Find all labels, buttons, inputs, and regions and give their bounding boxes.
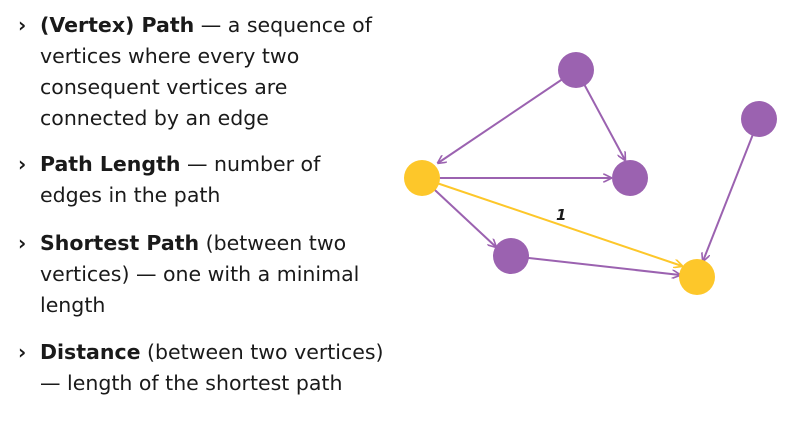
definition-description: — number of edges in the path bbox=[40, 152, 321, 207]
definition-text: Shortest Path (between two vertices) — o… bbox=[40, 228, 388, 321]
vertex-mid-right bbox=[612, 160, 648, 196]
vertex-target-highlighted bbox=[679, 259, 715, 295]
definition-text: Distance (between two vertices) — length… bbox=[40, 337, 388, 399]
edge-bottom-mid-to-target bbox=[510, 255, 680, 275]
edge-top-to-left bbox=[438, 69, 577, 163]
vertex-bottom-mid bbox=[493, 238, 529, 274]
chevron-right-icon: › bbox=[18, 231, 27, 255]
edge-highlighted-shortest bbox=[421, 177, 682, 266]
definition-shortest-path: › Shortest Path (between two vertices) —… bbox=[18, 228, 388, 321]
definition-term: (Vertex) Path bbox=[40, 13, 195, 37]
definition-distance: › Distance (between two vertices) — leng… bbox=[18, 337, 388, 399]
chevron-right-icon: › bbox=[18, 152, 27, 176]
definition-text: Path Length — number of edges in the pat… bbox=[40, 149, 388, 211]
definition-term: Path Length bbox=[40, 152, 181, 176]
chevron-right-icon: › bbox=[18, 340, 27, 364]
vertex-far-right bbox=[741, 101, 777, 137]
vertex-source-highlighted bbox=[404, 160, 440, 196]
definition-term: Distance bbox=[40, 340, 141, 364]
definition-description: — a sequence of vertices where every two… bbox=[40, 13, 372, 130]
edge-far-right-to-target bbox=[703, 118, 760, 261]
definition-term: Shortest Path bbox=[40, 231, 200, 255]
definition-description: (between two vertices) — length of the s… bbox=[40, 340, 384, 395]
chevron-right-icon: › bbox=[18, 13, 27, 37]
definition-vertex-path: › (Vertex) Path — a sequence of vertices… bbox=[18, 10, 388, 134]
edge-top-to-mid-right bbox=[576, 70, 625, 160]
definition-text: (Vertex) Path — a sequence of vertices w… bbox=[40, 10, 388, 134]
definition-path-length: › Path Length — number of edges in the p… bbox=[18, 149, 388, 211]
vertex-top bbox=[558, 52, 594, 88]
definition-description: (between two vertices) — one with a mini… bbox=[40, 231, 360, 317]
edge-label-weight: 1 bbox=[556, 206, 566, 224]
